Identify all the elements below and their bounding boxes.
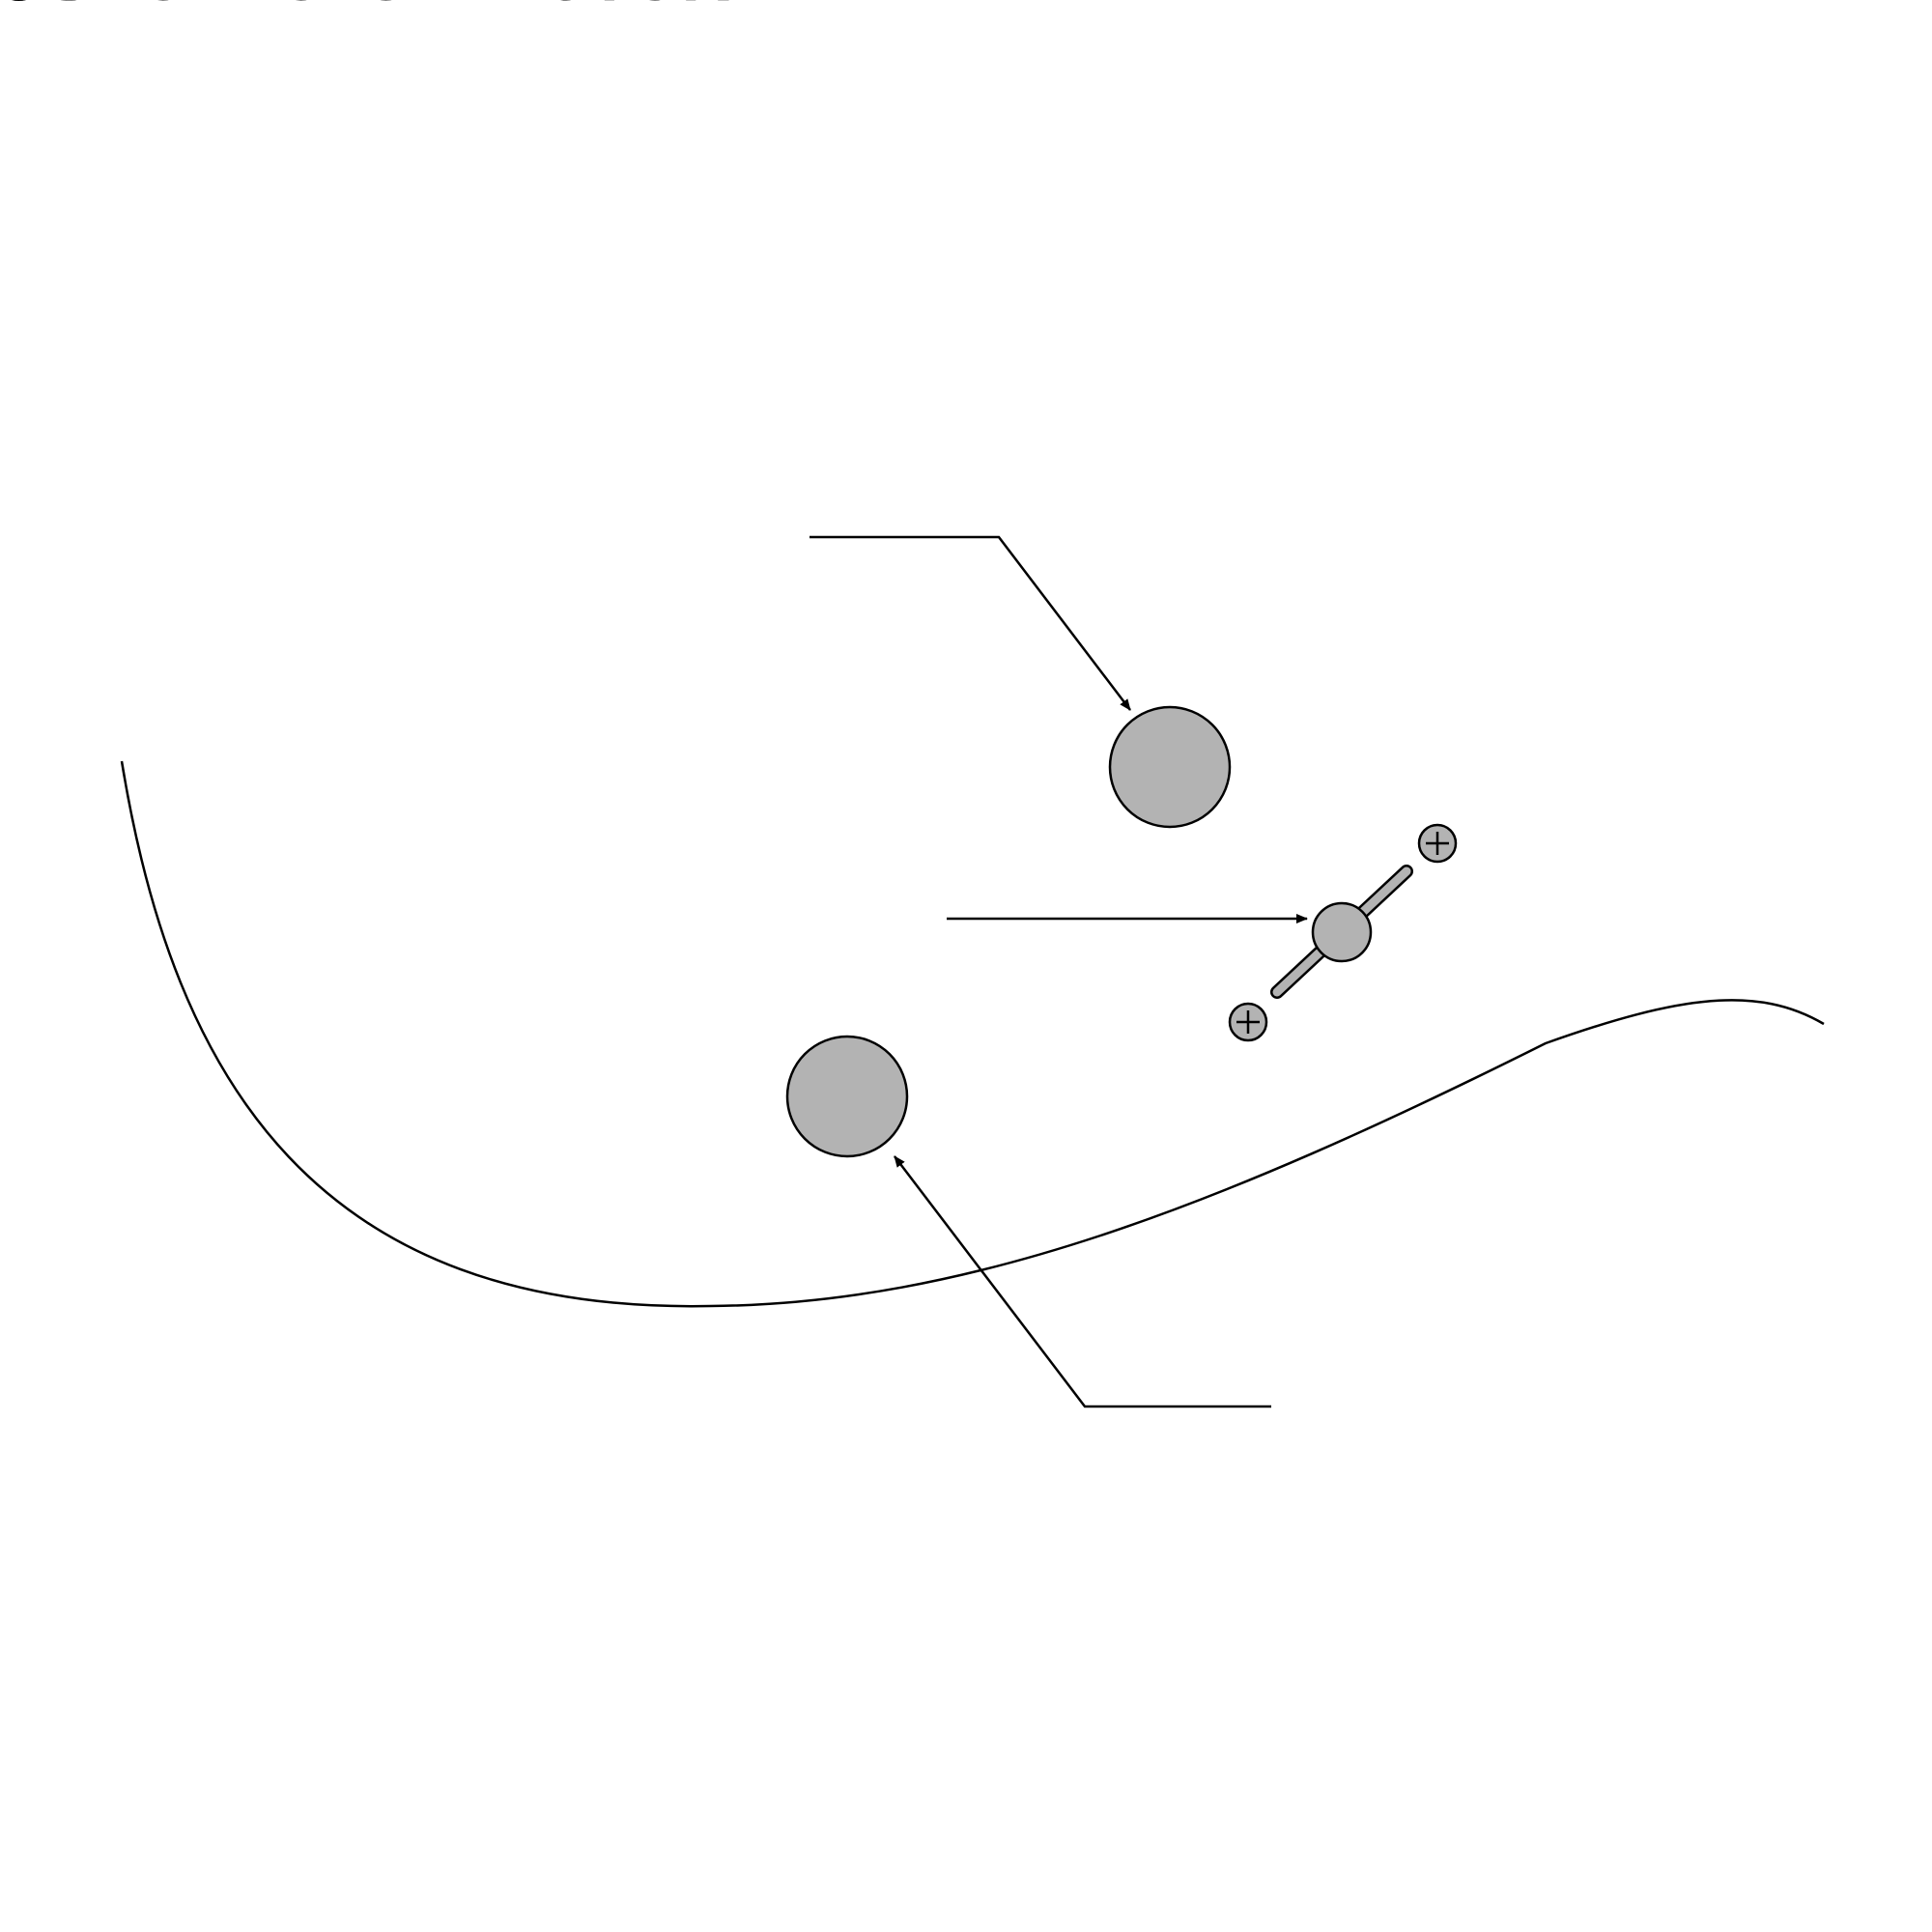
screw-icon	[1228, 1002, 1268, 1042]
guitar-body-outline	[120, 760, 1825, 1308]
tone-knob	[785, 1035, 909, 1158]
volume-knob	[1108, 705, 1232, 829]
screw-icon	[1417, 823, 1458, 864]
volume-leader-arrow	[810, 535, 1131, 711]
selector-tip	[1311, 901, 1373, 963]
tone-label: TONE	[0, 0, 186, 14]
volume-label: VOLUME	[0, 0, 289, 14]
tone-leader-arrow	[894, 1155, 1271, 1408]
selector-label: 3 WAY P.U. SELECTOR	[0, 0, 730, 14]
pickup-selector-switch	[1228, 823, 1458, 1042]
